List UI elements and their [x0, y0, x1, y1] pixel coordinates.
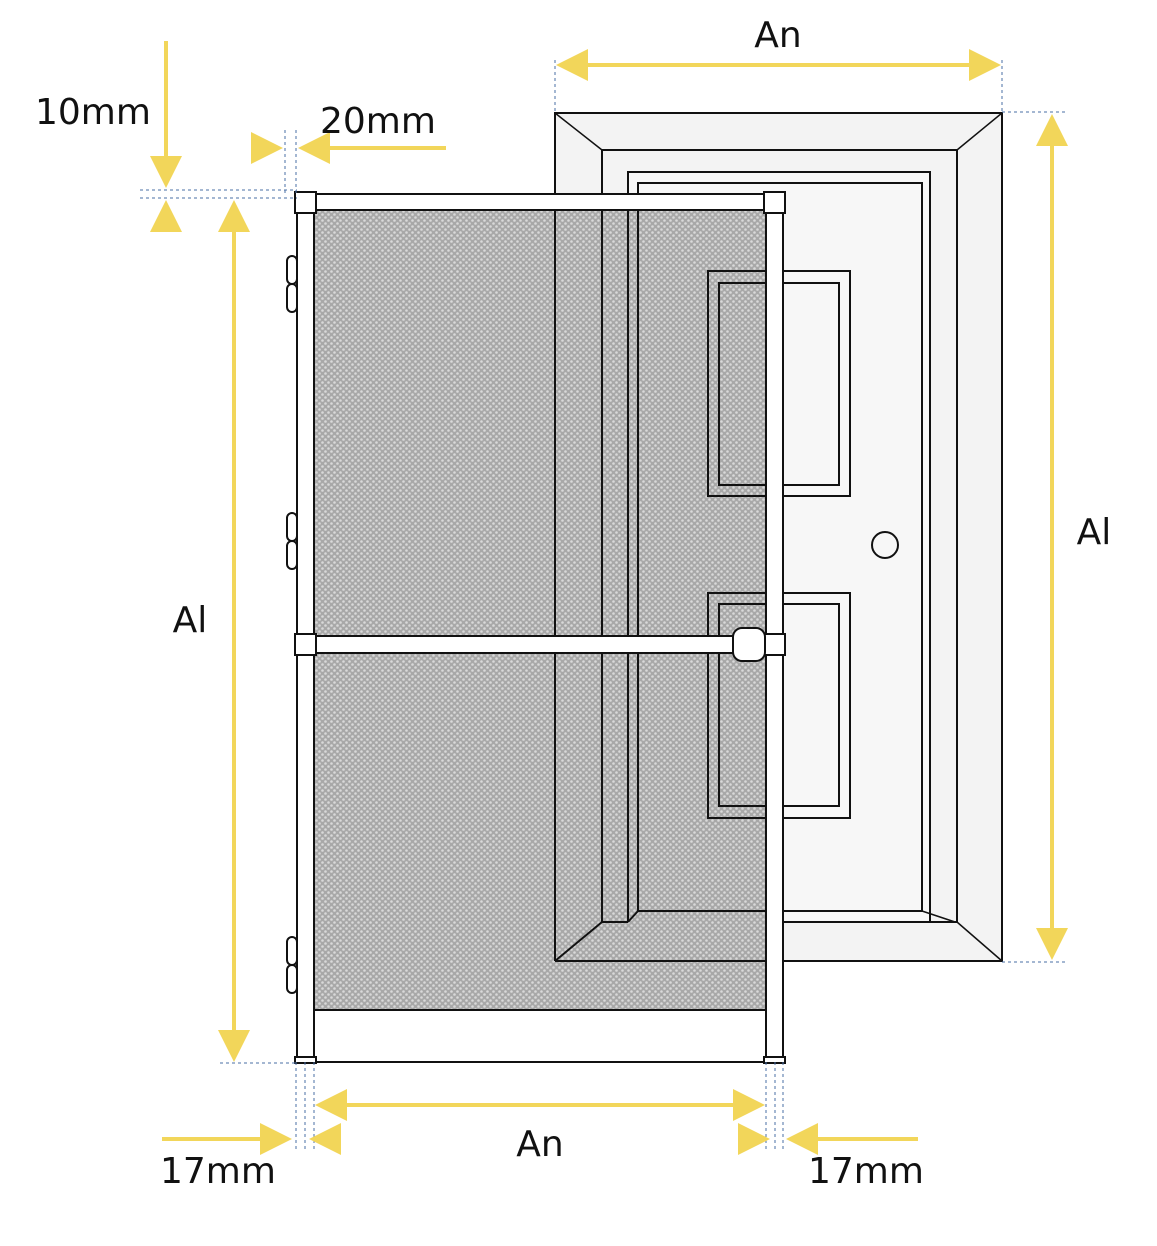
label-side-gap: 20mm — [320, 101, 436, 142]
screen-mesh — [314, 210, 766, 1010]
corner-mid-left — [294, 633, 317, 656]
screen-right-stile — [765, 193, 784, 1063]
corner-top-right — [763, 191, 786, 214]
label-door-height: Al — [1077, 512, 1112, 553]
corner-top-left — [294, 191, 317, 214]
screen-bottom-rail — [304, 1009, 776, 1063]
dimension-arrows — [150, 41, 1068, 1155]
door-knob — [871, 531, 899, 559]
screen-top-rail — [304, 193, 776, 211]
label-left-margin: 17mm — [160, 1151, 276, 1192]
door-outline-through-mesh — [554, 210, 766, 962]
screen-left-stile — [296, 193, 315, 1063]
label-door-width: An — [754, 15, 801, 56]
screen-handle — [732, 627, 766, 662]
dimension-labels: 10mm 20mm An Al Al An 17mm 17mm — [35, 15, 1111, 1192]
hinge-top — [286, 255, 298, 313]
label-screen-width: An — [516, 1124, 563, 1165]
mosquito-screen — [286, 191, 786, 1064]
label-right-margin: 17mm — [808, 1151, 924, 1192]
hinge-middle — [286, 512, 298, 570]
corner-mid-right — [763, 633, 786, 656]
label-screen-height: Al — [173, 600, 208, 641]
screen-middle-rail — [304, 635, 776, 654]
label-top-gap: 10mm — [35, 92, 151, 133]
hinge-bottom — [286, 936, 298, 994]
